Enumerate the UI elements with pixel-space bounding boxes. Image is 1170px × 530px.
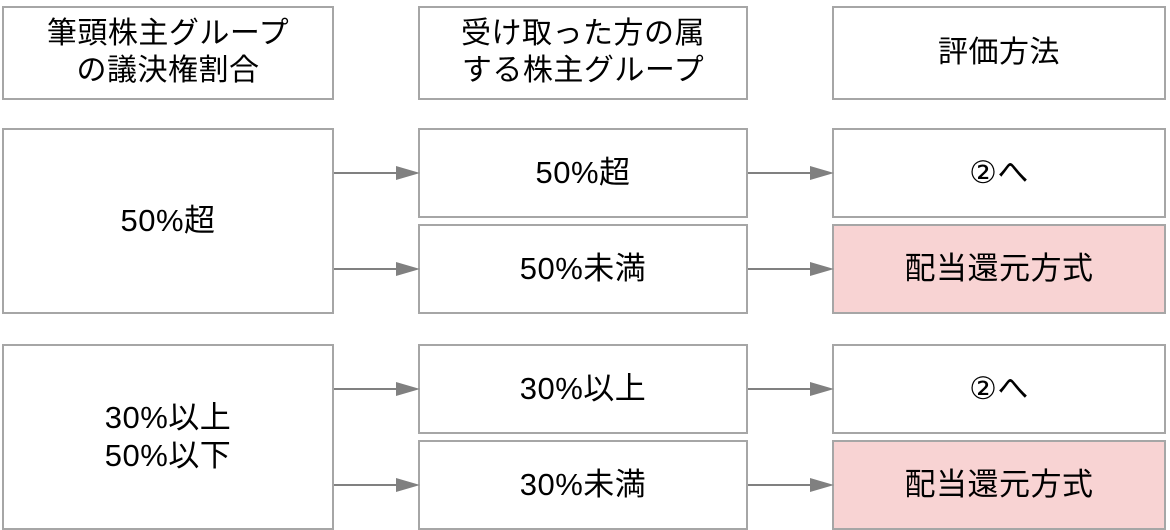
recipient-group-box-1-2: 50%未満	[418, 224, 748, 314]
recipient-group-box-1-1: 50%超	[418, 128, 748, 218]
condition-box-group-2: 30%以上 50%以下	[2, 344, 334, 530]
arrow-right-icon	[334, 477, 420, 493]
valuation-method-box-2-2: 配当還元方式	[832, 440, 1166, 530]
condition-label: 50%超	[120, 203, 216, 239]
valuation-method-label: ②へ	[969, 371, 1029, 407]
column-header-recipient-shareholder-group: 受け取った方の属 する株主グループ	[418, 6, 748, 100]
column-header-valuation-method: 評価方法	[832, 6, 1166, 100]
column-header-label: 評価方法	[938, 35, 1060, 69]
arrow-right-icon	[334, 165, 420, 181]
arrow-right-icon	[748, 165, 834, 181]
arrow-right-icon	[748, 381, 834, 397]
condition-label: 30%以上 50%以下	[104, 400, 232, 473]
recipient-group-box-2-1: 30%以上	[418, 344, 748, 434]
arrow-right-icon	[748, 261, 834, 277]
valuation-method-label: 配当還元方式	[904, 251, 1094, 287]
column-header-label: 受け取った方の属 する株主グループ	[461, 17, 705, 87]
valuation-method-box-1-1: ②へ	[832, 128, 1166, 218]
arrow-right-icon	[334, 381, 420, 397]
recipient-group-label: 30%以上	[519, 371, 647, 407]
valuation-method-label: 配当還元方式	[904, 467, 1094, 503]
arrow-right-icon	[748, 477, 834, 493]
recipient-group-label: 30%未満	[519, 467, 647, 503]
recipient-group-box-2-2: 30%未満	[418, 440, 748, 530]
column-header-shareholder-voting-ratio: 筆頭株主グループ の議決権割合	[2, 6, 334, 100]
condition-box-group-1: 50%超	[2, 128, 334, 314]
recipient-group-label: 50%未満	[519, 251, 647, 287]
recipient-group-label: 50%超	[535, 155, 631, 191]
arrow-right-icon	[334, 261, 420, 277]
valuation-method-box-2-1: ②へ	[832, 344, 1166, 434]
column-header-label: 筆頭株主グループ の議決権割合	[46, 17, 290, 87]
valuation-method-box-1-2: 配当還元方式	[832, 224, 1166, 314]
valuation-method-label: ②へ	[969, 155, 1029, 191]
